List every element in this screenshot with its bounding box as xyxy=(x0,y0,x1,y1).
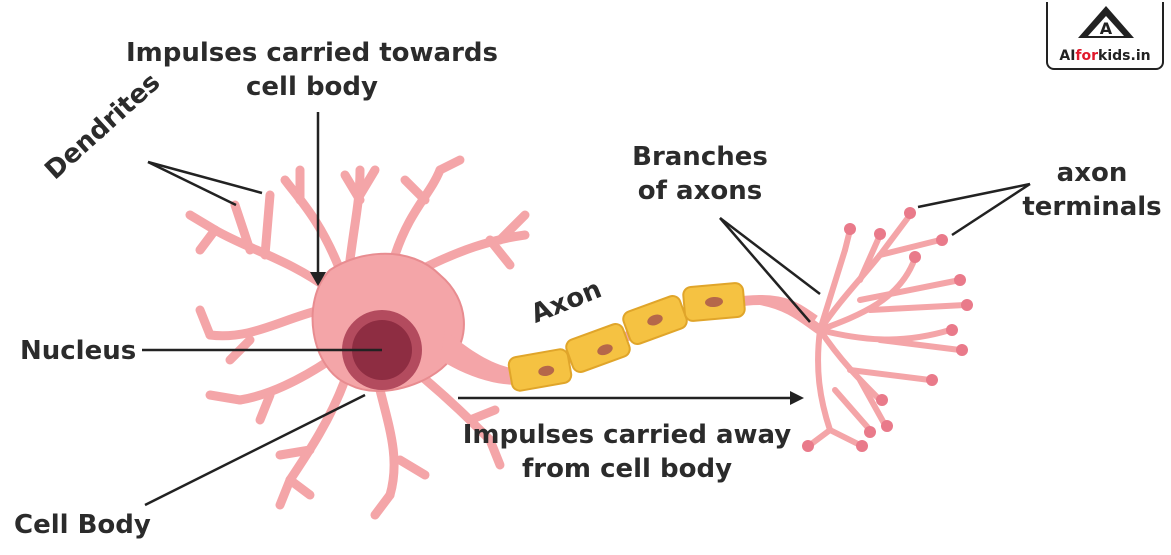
label-impulses-towards: Impulses carried towards cell body xyxy=(112,36,512,104)
dendrites-pointer-2 xyxy=(148,162,262,193)
label-impulses-away: Impulses carried away from cell body xyxy=(452,418,802,486)
logo-suffix: kids.in xyxy=(1098,48,1151,64)
label-axon-terminals-line2: terminals xyxy=(1022,190,1162,224)
label-impulses-towards-line1: Impulses carried towards xyxy=(112,36,512,70)
label-axon-terminals: axon terminals xyxy=(1022,156,1162,224)
label-impulses-away-line2: from cell body xyxy=(452,452,802,486)
label-impulses-towards-line2: cell body xyxy=(112,70,512,104)
label-branches-line1: Branches xyxy=(620,140,780,174)
label-axon-terminals-line1: axon xyxy=(1022,156,1162,190)
label-impulses-away-line1: Impulses carried away xyxy=(452,418,802,452)
label-branches-line2: of axons xyxy=(620,174,780,208)
cell-body-pointer xyxy=(145,395,365,505)
logo-text: AIforkids.in xyxy=(1048,48,1162,64)
svg-text:A: A xyxy=(1100,19,1113,38)
axon-branches-shape xyxy=(760,215,965,445)
logo-prefix: AI xyxy=(1059,48,1075,64)
logo-middle: for xyxy=(1075,48,1098,64)
label-nucleus: Nucleus xyxy=(20,334,136,368)
logo-mark-icon: A xyxy=(1048,2,1162,42)
axon-hillock-shape xyxy=(440,330,520,385)
label-branches: Branches of axons xyxy=(620,140,780,208)
label-cell-body: Cell Body xyxy=(14,508,151,542)
aiforkids-logo: A AIforkids.in xyxy=(1046,2,1164,70)
